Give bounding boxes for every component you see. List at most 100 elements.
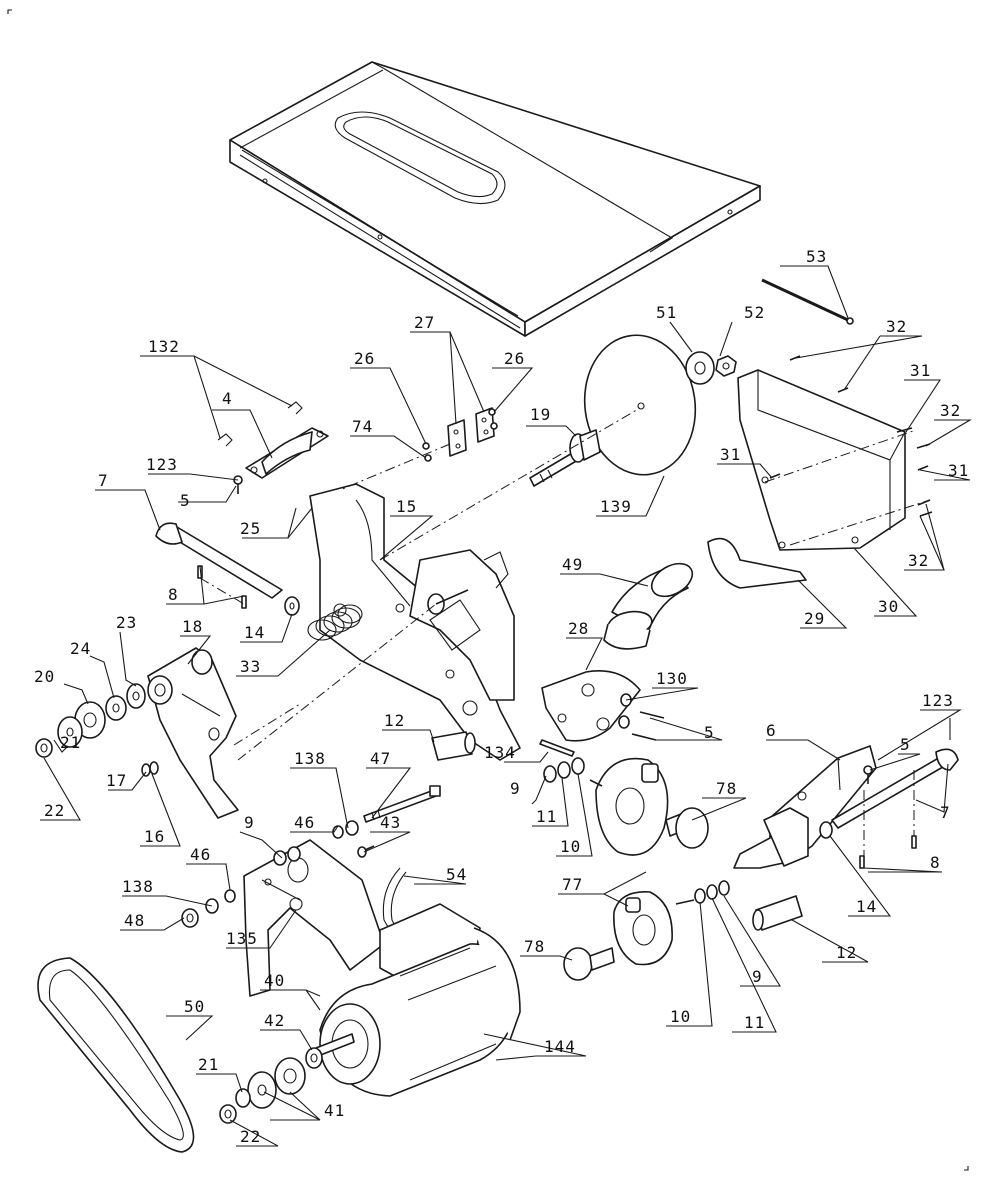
callout-14: 14 [244, 623, 265, 642]
callout-21: 21 [60, 733, 81, 752]
knob-78-lower [563, 947, 615, 981]
bracket-28 [541, 670, 641, 742]
callout-4: 4 [222, 389, 233, 408]
callout-138: 138 [122, 877, 154, 896]
flange-51 [685, 351, 715, 385]
callout-32: 32 [886, 317, 907, 336]
callout-130: 130 [656, 669, 688, 688]
callout-8: 8 [168, 585, 179, 604]
shaft-7-left [155, 475, 283, 599]
callout-17: 17 [106, 771, 127, 790]
saw-blade-139 [583, 334, 697, 476]
trunnion-casting-15 [309, 483, 521, 761]
knob-78-upper [665, 807, 709, 849]
callout-123: 123 [146, 455, 178, 474]
cord-54 [382, 867, 407, 935]
callout-19: 19 [530, 405, 551, 424]
callout-20: 20 [34, 667, 55, 686]
centerlines [199, 407, 931, 856]
callout-32: 32 [940, 401, 961, 420]
trunnion-bracket-18 [147, 647, 239, 819]
callout-77: 77 [562, 875, 583, 894]
callout-9: 9 [752, 967, 763, 986]
table-top [229, 61, 761, 337]
bolt-43 [357, 845, 375, 858]
spacer-42 [305, 1047, 323, 1069]
clips-132 [217, 401, 303, 447]
callout-labels: 53 132 27 26 26 51 52 32 4 74 19 31 32 1… [34, 247, 969, 1146]
deflector-29 [707, 537, 807, 589]
pin-134 [539, 739, 575, 757]
callout-11: 11 [744, 1013, 765, 1032]
washers-9-10-11-center [543, 757, 585, 783]
callout-25: 25 [240, 519, 261, 538]
callout-42: 42 [264, 1011, 285, 1030]
callout-132: 132 [148, 337, 180, 356]
callout-134: 134 [484, 743, 516, 762]
washers-23-24 [105, 683, 146, 721]
callout-21: 21 [198, 1055, 219, 1074]
callout-7: 7 [940, 803, 951, 822]
callout-48: 48 [124, 911, 145, 930]
callout-51: 51 [656, 303, 677, 322]
callout-28: 28 [568, 619, 589, 638]
callout-5: 5 [704, 723, 715, 742]
screws-130 [618, 693, 665, 741]
nut-46-washer-138-lower [205, 889, 236, 914]
callout-138: 138 [294, 749, 326, 768]
bracket-4 [245, 427, 329, 479]
callout-139: 139 [600, 497, 632, 516]
belt-50 [37, 957, 195, 1153]
callout-12: 12 [384, 711, 405, 730]
motor-bracket-40 [243, 839, 385, 997]
callout-9: 9 [510, 779, 521, 798]
callout-10: 10 [560, 837, 581, 856]
plate-27 [447, 407, 495, 457]
trunnion-bracket-6 [733, 745, 877, 869]
callout-18: 18 [182, 617, 203, 636]
pins-8-right [859, 835, 917, 869]
callout-31: 31 [948, 461, 969, 480]
callout-47: 47 [370, 749, 391, 768]
callout-31: 31 [720, 445, 741, 464]
handwheel-77-upper [589, 757, 669, 856]
callout-9: 9 [244, 813, 255, 832]
tube-12-center [431, 731, 476, 761]
callout-41: 41 [324, 1101, 345, 1120]
tube-12-right [752, 895, 803, 931]
washers-9-10-11-right [694, 880, 730, 904]
washers-9-motor [273, 846, 301, 866]
leader-lines [40, 265, 973, 1147]
nut-48 [181, 908, 199, 928]
washer-21-left [57, 716, 83, 748]
callout-11: 11 [536, 807, 557, 826]
callout-78: 78 [716, 779, 737, 798]
callout-29: 29 [804, 609, 825, 628]
callout-15: 15 [396, 497, 417, 516]
callout-144: 144 [544, 1037, 576, 1056]
callout-74: 74 [352, 417, 373, 436]
handwheel-77-lower [613, 891, 695, 966]
callout-49: 49 [562, 555, 583, 574]
nut-22-left [35, 738, 53, 758]
callout-78: 78 [524, 937, 545, 956]
spring-33 [307, 604, 363, 641]
rings-16-17 [141, 761, 159, 777]
callout-123: 123 [922, 691, 954, 710]
screws-31-32 [769, 355, 933, 517]
callout-30: 30 [878, 597, 899, 616]
nut-22-motor [219, 1104, 237, 1124]
pulley-41 [247, 1057, 306, 1109]
nut-46-washer-138-upper [332, 820, 359, 839]
corner-marks [7, 9, 969, 1171]
callout-50: 50 [184, 997, 205, 1016]
callout-46: 46 [190, 845, 211, 864]
nut-52 [715, 355, 737, 377]
callout-26: 26 [504, 349, 525, 368]
callout-14: 14 [856, 897, 877, 916]
callout-24: 24 [70, 639, 91, 658]
callout-26: 26 [354, 349, 375, 368]
callout-22: 22 [240, 1127, 261, 1146]
callout-5: 5 [180, 491, 191, 510]
